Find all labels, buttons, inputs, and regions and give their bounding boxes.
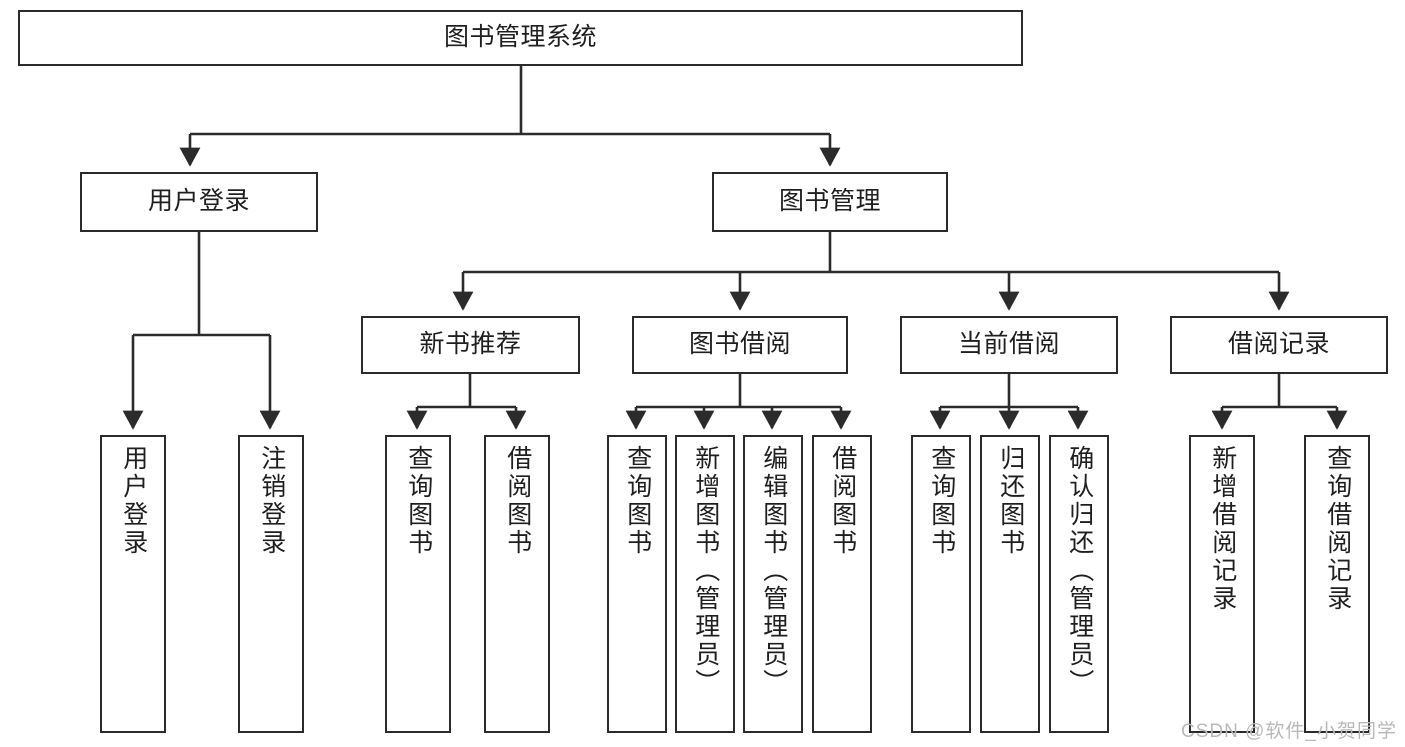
node-label: 图书借阅 — [688, 330, 791, 359]
node-label: 借阅记录 — [1227, 330, 1330, 359]
node-label: 图书管理系统 — [443, 23, 597, 52]
node-leaf-query-book-current[interactable]: 查询图书 — [911, 435, 971, 733]
node-label: 图书管理 — [778, 187, 881, 216]
node-label: 编辑图书（管理员） — [759, 445, 788, 697]
node-label: 归还图书 — [996, 445, 1025, 557]
node-book-borrow[interactable]: 图书借阅 — [632, 316, 848, 374]
node-label: 新增图书（管理员） — [691, 445, 720, 697]
node-label: 查询图书 — [404, 445, 433, 557]
node-label: 注销登录 — [257, 445, 286, 557]
node-leaf-add-book-admin[interactable]: 新增图书（管理员） — [675, 435, 735, 733]
node-leaf-query-book-recommend[interactable]: 查询图书 — [385, 435, 451, 733]
node-leaf-edit-book-admin[interactable]: 编辑图书（管理员） — [743, 435, 803, 733]
node-borrow-record[interactable]: 借阅记录 — [1170, 316, 1388, 374]
node-label: 查询图书 — [623, 445, 652, 557]
node-book-manage[interactable]: 图书管理 — [712, 172, 948, 232]
node-current-borrow[interactable]: 当前借阅 — [900, 316, 1118, 374]
node-label: 查询借阅记录 — [1323, 445, 1352, 613]
node-label: 确认归还（管理员） — [1065, 445, 1094, 697]
node-root-book-management-system[interactable]: 图书管理系统 — [18, 10, 1023, 66]
node-leaf-query-book-borrow[interactable]: 查询图书 — [607, 435, 667, 733]
node-label: 用户登录 — [147, 187, 250, 216]
node-label: 借阅图书 — [828, 445, 857, 557]
node-leaf-add-borrow-record[interactable]: 新增借阅记录 — [1189, 435, 1255, 733]
node-leaf-return-book[interactable]: 归还图书 — [980, 435, 1040, 733]
node-leaf-borrow-book-recommend[interactable]: 借阅图书 — [484, 435, 550, 733]
node-leaf-query-borrow-record[interactable]: 查询借阅记录 — [1304, 435, 1370, 733]
node-leaf-borrow-book[interactable]: 借阅图书 — [812, 435, 872, 733]
node-label: 查询图书 — [927, 445, 956, 557]
node-new-book-recommend[interactable]: 新书推荐 — [361, 316, 580, 374]
node-user-login[interactable]: 用户登录 — [80, 172, 318, 232]
node-leaf-confirm-return-admin[interactable]: 确认归还（管理员） — [1049, 435, 1109, 733]
node-label: 新书推荐 — [419, 330, 522, 359]
node-label: 借阅图书 — [503, 445, 532, 557]
node-leaf-logout-login[interactable]: 注销登录 — [238, 435, 304, 733]
node-leaf-user-login[interactable]: 用户登录 — [100, 435, 166, 733]
node-label: 新增借阅记录 — [1208, 445, 1237, 613]
node-label: 用户登录 — [119, 445, 148, 557]
watermark-text: CSDN @软件_小贺同学 — [1181, 721, 1397, 742]
node-label: 当前借阅 — [957, 330, 1060, 359]
